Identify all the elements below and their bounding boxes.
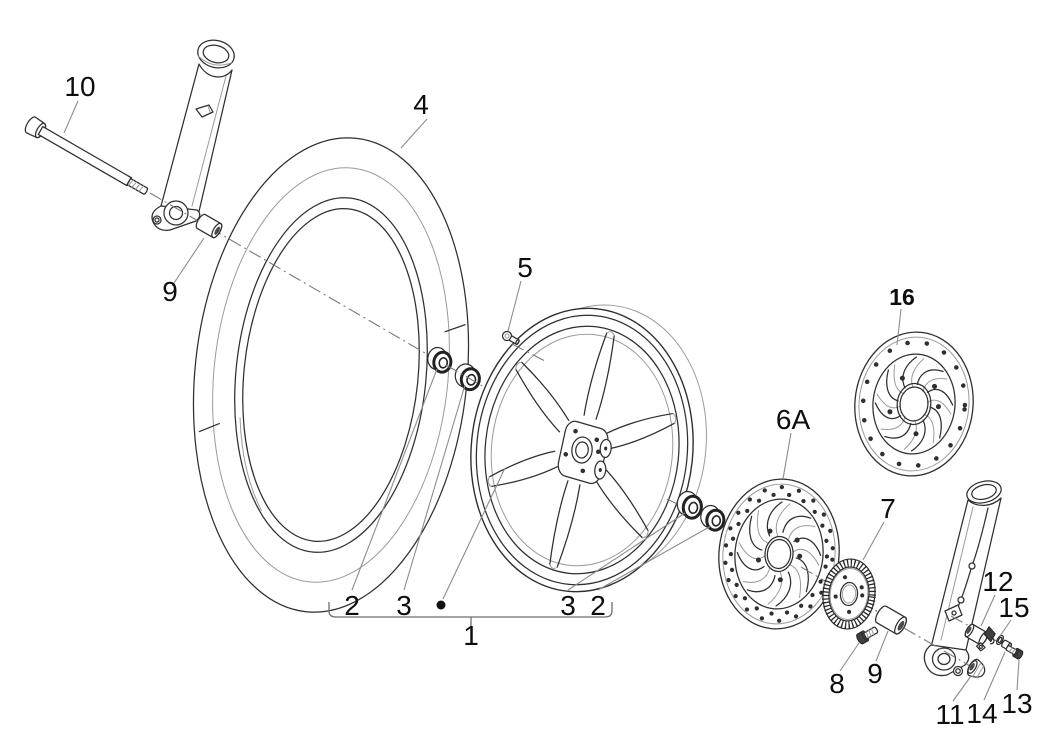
- leader-4: [400, 118, 428, 149]
- oil-seal-left-part: [427, 346, 453, 374]
- wheel-assembly-bullet: [436, 600, 446, 610]
- callout-9-right[interactable]: 9: [867, 658, 883, 689]
- brake-disc-16-part: [848, 326, 980, 482]
- leader-10: [63, 100, 79, 134]
- callout-3-right[interactable]: 3: [560, 590, 576, 621]
- callout-2-right[interactable]: 2: [590, 590, 606, 621]
- leader-12: [980, 594, 996, 627]
- tyre-valve-part: [501, 330, 520, 345]
- callout-6a[interactable]: 6A: [776, 404, 811, 435]
- leader-3-left: [403, 384, 466, 591]
- callout-1[interactable]: 1: [463, 620, 479, 651]
- callout-9-left[interactable]: 9: [162, 276, 178, 307]
- leader-15: [999, 619, 1012, 637]
- tyre-part: [192, 137, 470, 613]
- leader-3-right: [567, 512, 686, 591]
- callout-11[interactable]: 11: [935, 699, 964, 730]
- sensor-screw-part: [1005, 645, 1024, 660]
- leader-14: [983, 651, 1006, 701]
- brake-disc-6a-part: [711, 473, 846, 635]
- leader-13: [1016, 659, 1020, 691]
- leader-5: [507, 280, 522, 332]
- leader-bullet: [442, 467, 506, 600]
- axle-nut-part: [966, 658, 986, 679]
- valve-axis: [511, 343, 548, 363]
- callout-13[interactable]: 13: [1001, 688, 1032, 719]
- callout-3-left[interactable]: 3: [396, 590, 412, 621]
- front-axle-part: [24, 116, 149, 195]
- axle-spacer-left-part: [195, 213, 223, 239]
- leader-9-right: [875, 630, 889, 662]
- leader-16: [896, 308, 902, 346]
- disc-16-swirls: [871, 353, 957, 455]
- leader-2-left: [351, 368, 438, 591]
- callout-14[interactable]: 14: [966, 698, 997, 729]
- wheel-hub: [555, 418, 614, 486]
- front-fork-left: [151, 39, 235, 231]
- callout-7[interactable]: 7: [880, 493, 896, 524]
- callout-16[interactable]: 16: [889, 284, 915, 310]
- assembly-bracket: [328, 600, 613, 627]
- front-fork-right: [923, 480, 1002, 677]
- leader-7: [862, 521, 885, 561]
- axle-spacer-right-part: [875, 605, 908, 635]
- callout-12[interactable]: 12: [982, 566, 1013, 597]
- front-wheel-rim: [457, 292, 720, 604]
- abs-sensor-part: [964, 623, 996, 652]
- tone-wheel-screw-part: [856, 626, 879, 645]
- callout-5[interactable]: 5: [517, 252, 533, 283]
- callout-15[interactable]: 15: [998, 592, 1029, 623]
- sensor-washer-part: [996, 634, 1004, 646]
- oil-seal-right-part: [700, 504, 726, 532]
- abs-tone-wheel-part: [820, 556, 879, 631]
- callout-8[interactable]: 8: [829, 668, 845, 699]
- leader-lines: [63, 100, 1020, 702]
- leader-6a: [782, 432, 792, 480]
- callout-labels: 10 9 4 5 2 3 3 2 1 6A 16 7 8 9 12 15 11 …: [64, 71, 1032, 730]
- callout-4[interactable]: 4: [413, 89, 429, 120]
- callout-2-left[interactable]: 2: [344, 590, 360, 621]
- leader-8: [839, 642, 860, 672]
- ball-bearing-right-part: [676, 490, 703, 520]
- leader-11: [952, 675, 972, 702]
- leader-2-right: [597, 525, 712, 591]
- callout-10[interactable]: 10: [64, 71, 95, 102]
- disc-6a-swirls: [732, 498, 826, 610]
- leader-9-left: [171, 237, 205, 287]
